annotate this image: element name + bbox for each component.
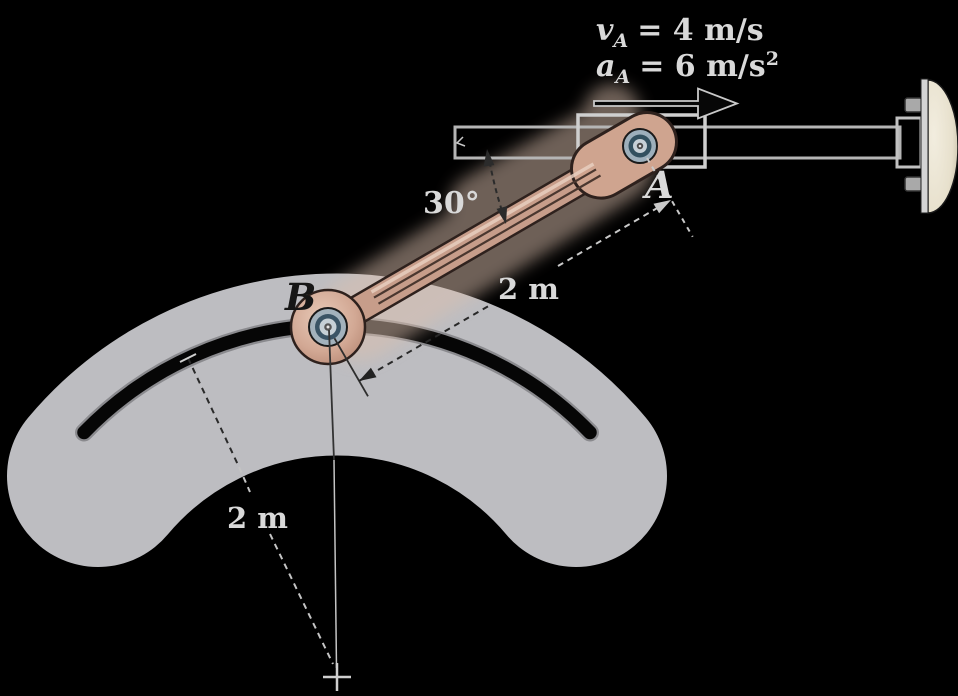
dim-arrowhead-a (653, 200, 671, 214)
wall-mount (895, 78, 958, 214)
motion-arrow (593, 87, 740, 120)
dim-arrowhead-b (359, 367, 377, 381)
mount-plate (920, 78, 929, 214)
light-annotation-lines (179, 157, 694, 691)
link-length-label: 2 m (498, 272, 559, 306)
dark-annotation-lines (328, 149, 508, 461)
point-a-label: A (642, 163, 674, 207)
mount-bolt-bottom (904, 176, 923, 192)
mount-bolt-top (904, 97, 923, 113)
labels: vA= 4 m/s aA= 6 m/s2 30° A B 2 m 2 m (227, 13, 779, 535)
center-cross (323, 663, 351, 691)
pin-b (308, 307, 348, 347)
horizontal-rod (453, 125, 902, 160)
angle-arrow-top (483, 149, 495, 167)
slot-radius-label: 2 m (227, 501, 288, 535)
wall-dome (927, 79, 958, 214)
rod-end-tick (455, 136, 466, 147)
radius-tick (179, 353, 197, 363)
radius-dimension-dark (187, 357, 240, 468)
acceleration-label: aA= 6 m/s2 (596, 48, 779, 88)
velocity-label: vA= 4 m/s (596, 13, 764, 52)
pin-a (622, 128, 658, 164)
angle-label: 30° (423, 186, 480, 221)
angle-arrow-bottom (496, 206, 508, 224)
point-b-label: B (284, 275, 316, 319)
